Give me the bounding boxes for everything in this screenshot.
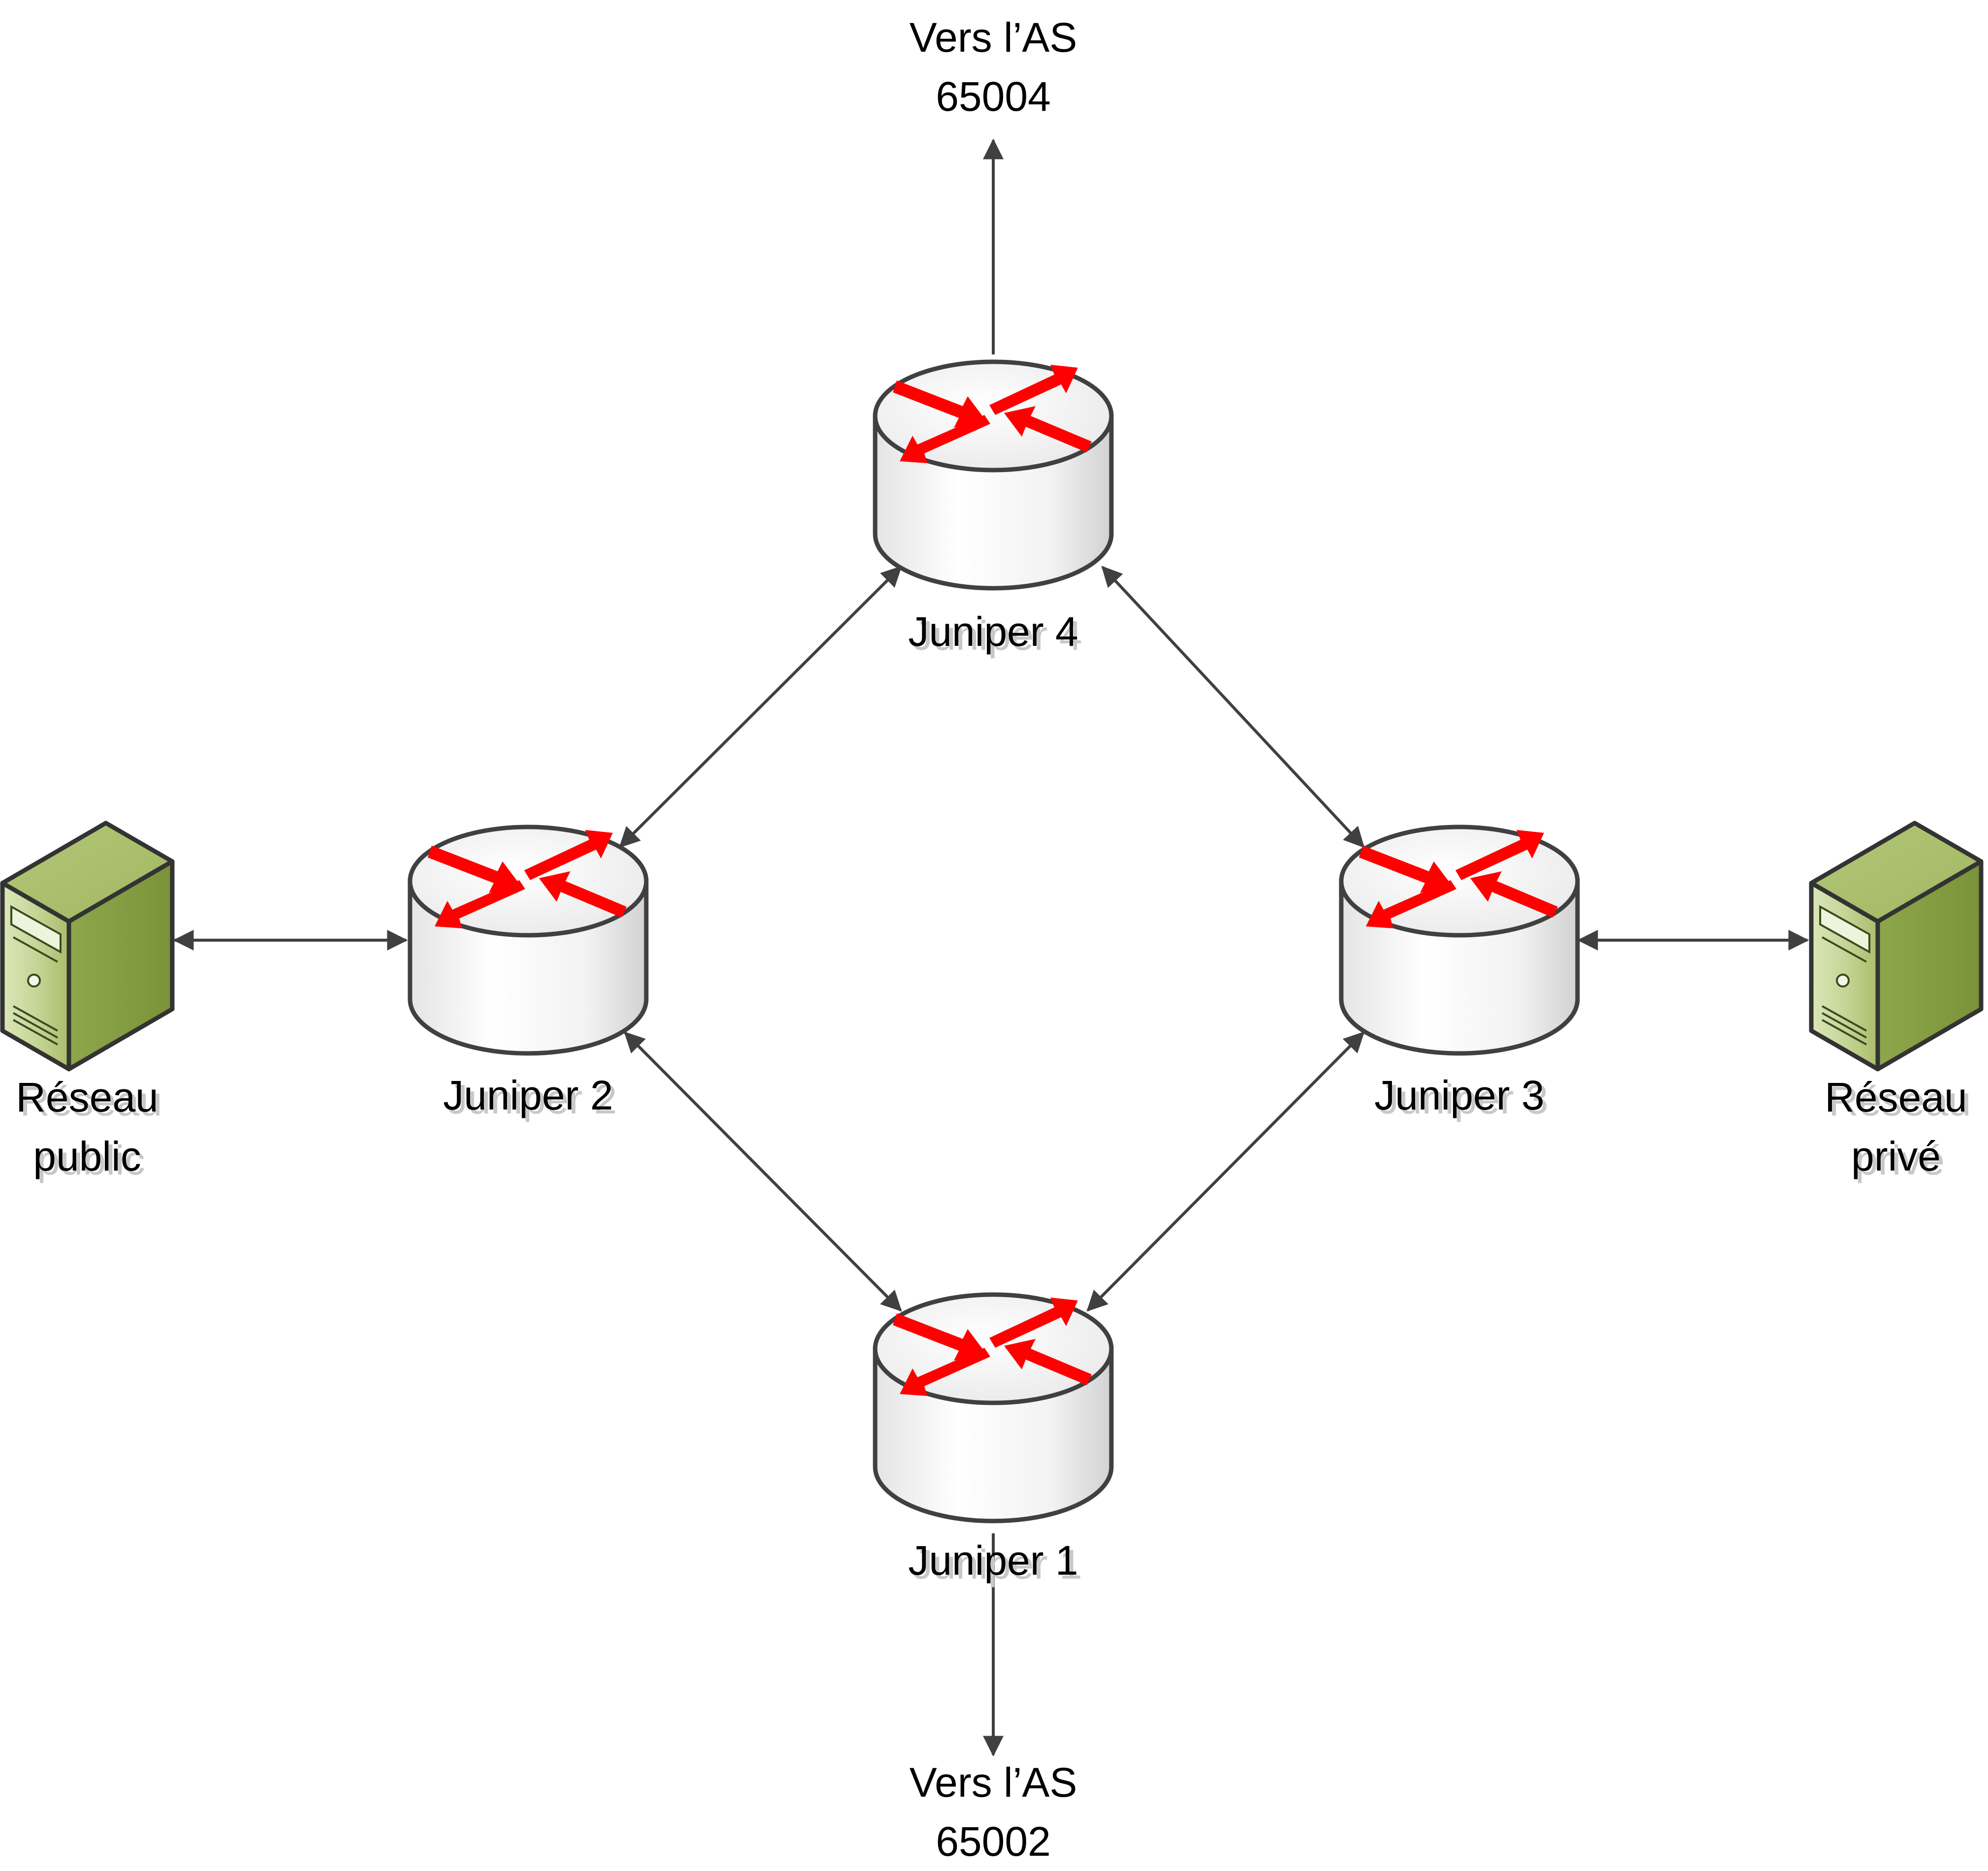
external-as-65004: Vers l’AS 65004 xyxy=(910,14,1077,120)
external-label-line1: Vers l’AS xyxy=(910,14,1077,61)
router-juniper-4: Juniper 4 Juniper 4 xyxy=(875,362,1111,659)
server-label-line2: privé xyxy=(1851,1133,1941,1179)
server-reseau-public: Réseau Réseau public public xyxy=(2,823,172,1183)
server-label-line1: Réseau xyxy=(1825,1074,1967,1120)
server-label-line2: public xyxy=(33,1133,141,1179)
svg-text:privé: privé xyxy=(1855,1137,1945,1183)
router-label: Juniper 1 xyxy=(908,1537,1078,1584)
svg-text:public: public xyxy=(37,1137,145,1183)
svg-text:Juniper 2: Juniper 2 xyxy=(447,1076,617,1122)
link-j4-j2 xyxy=(619,566,902,848)
server-reseau-prive: Réseau Réseau privé privé xyxy=(1811,823,1981,1183)
router-label: Juniper 4 xyxy=(908,608,1078,655)
router-juniper-2: Juniper 2 Juniper 2 xyxy=(410,827,646,1122)
link-j2-j1 xyxy=(624,1031,902,1312)
svg-text:Juniper 1: Juniper 1 xyxy=(912,1541,1082,1587)
router-juniper-3: Juniper 3 Juniper 3 xyxy=(1341,827,1578,1122)
svg-text:Juniper 4: Juniper 4 xyxy=(912,612,1082,659)
external-as-65002: Vers l’AS 65002 xyxy=(910,1759,1077,1865)
external-label-line2: 65004 xyxy=(936,73,1051,120)
external-label-line2: 65002 xyxy=(936,1818,1051,1865)
external-label-line1: Vers l’AS xyxy=(910,1759,1077,1806)
link-j4-j3 xyxy=(1101,566,1365,848)
svg-text:Juniper 3: Juniper 3 xyxy=(1378,1076,1548,1122)
link-j3-j1 xyxy=(1086,1031,1365,1312)
router-label: Juniper 3 xyxy=(1374,1072,1545,1118)
router-label: Juniper 2 xyxy=(443,1072,613,1118)
svg-text:Réseau: Réseau xyxy=(20,1078,162,1124)
server-label-line1: Réseau xyxy=(16,1074,158,1120)
svg-text:Réseau: Réseau xyxy=(1829,1078,1971,1124)
router-juniper-1: Juniper 1 Juniper 1 xyxy=(875,1295,1111,1587)
